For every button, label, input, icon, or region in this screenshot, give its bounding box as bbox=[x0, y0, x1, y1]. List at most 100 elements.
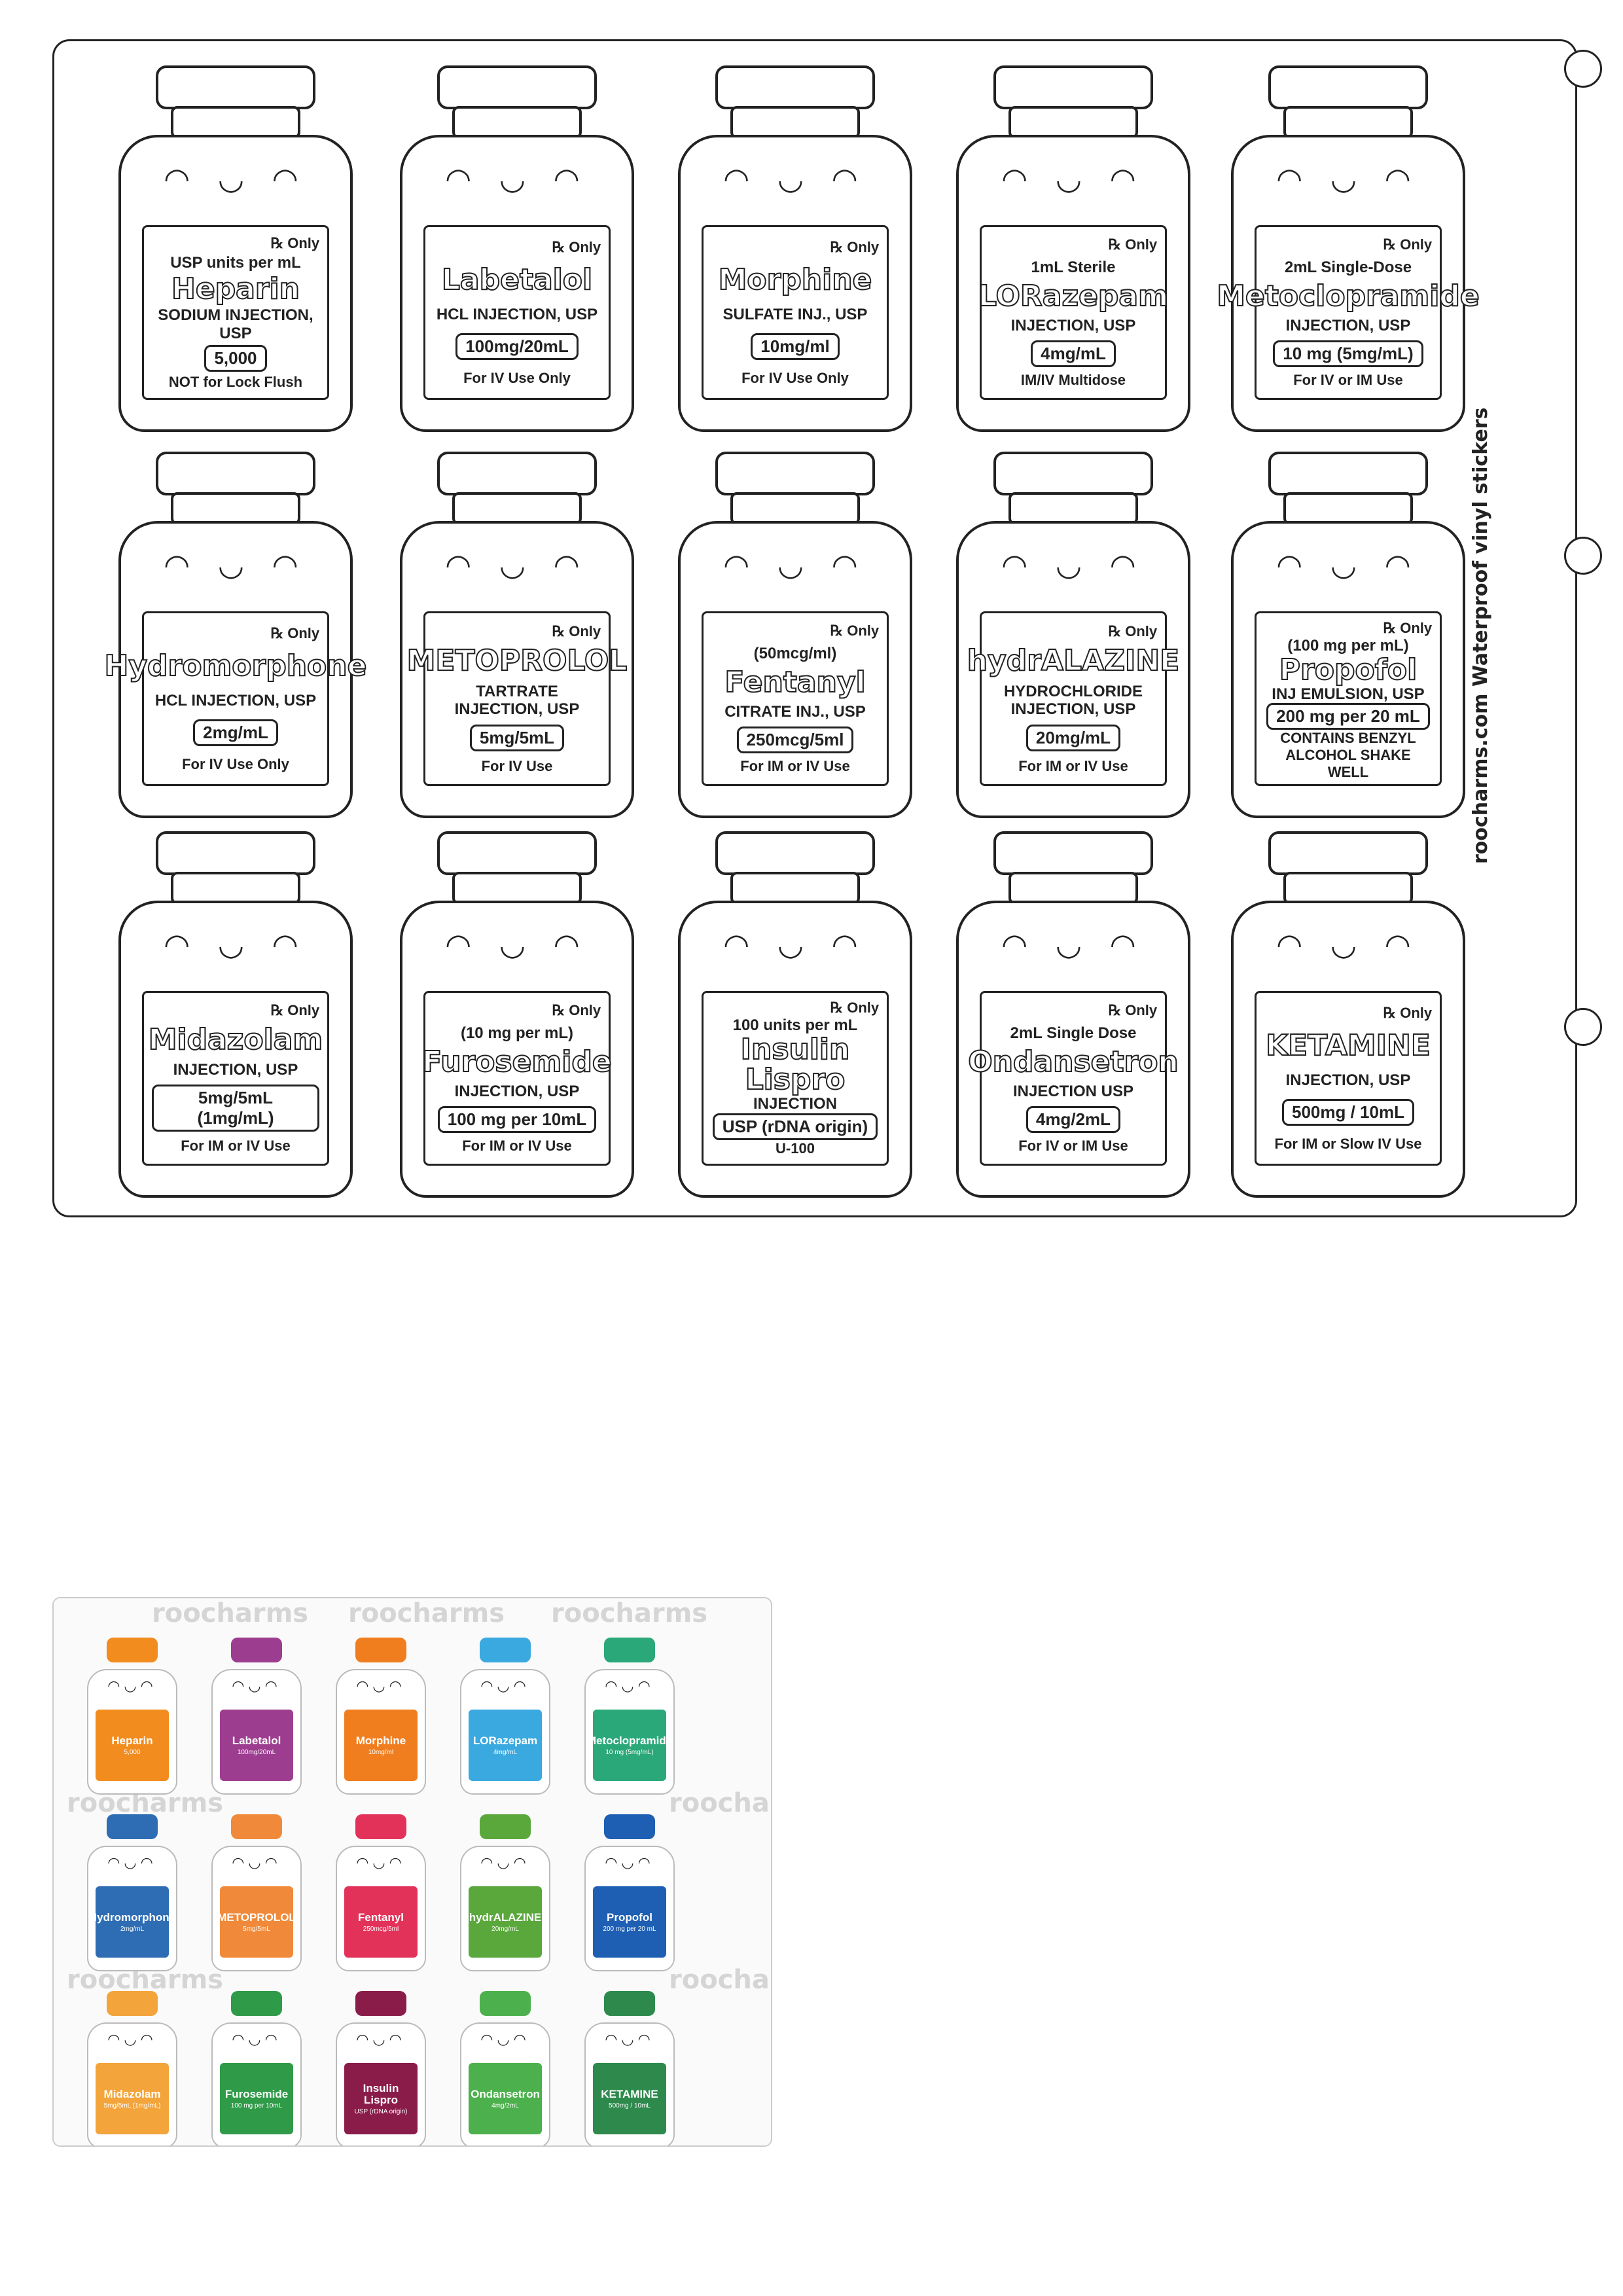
watermark-text: roocharms bbox=[348, 1598, 505, 1628]
kawaii-face-icon: ◠◡◠ bbox=[232, 1854, 281, 1871]
rx-only-text: ℞ Only bbox=[1383, 1004, 1433, 1021]
drug-subtitle: INJECTION, USP bbox=[1010, 317, 1136, 335]
drug-subtitle: INJECTION USP bbox=[1012, 1083, 1133, 1101]
kawaii-face-icon: ◠◡◠ bbox=[107, 1677, 157, 1695]
drug-dose: USP (rDNA origin) bbox=[712, 1113, 878, 1141]
side-branding: roocharms.com Waterproof vinyl stickers bbox=[1469, 408, 1508, 864]
preview-vial-label: Ondansetron 4mg/2mL bbox=[468, 2063, 543, 2135]
kawaii-face-icon: ◠ ◡ ◠ bbox=[1276, 161, 1420, 197]
preview-vial-cap bbox=[480, 1638, 531, 1663]
vial-cap bbox=[715, 452, 875, 496]
preview-drug-dose: 4mg/2mL bbox=[491, 2102, 519, 2109]
vial-extra: (10 mg per mL) bbox=[460, 1024, 573, 1042]
preview-drug-name: METOPROLOL bbox=[217, 1910, 296, 1924]
drug-name: Ondansetron bbox=[967, 1045, 1179, 1079]
drug-usage: CONTAINS BENZYL ALCOHOL SHAKE WELL bbox=[1280, 730, 1416, 781]
preview-drug-name: Insulin Lispro bbox=[363, 2081, 399, 2106]
vial-neck bbox=[171, 105, 300, 139]
kawaii-face-icon: ◠◡◠ bbox=[107, 1854, 157, 1871]
vial-extra: 1mL Sterile bbox=[1031, 258, 1116, 276]
rx-only-text: ℞ Only bbox=[1383, 236, 1433, 253]
cut-sheet-outline bbox=[52, 39, 1577, 1217]
drug-usage: For IM or IV Use bbox=[181, 1138, 291, 1155]
kawaii-face-icon: ◠ ◡ ◠ bbox=[445, 927, 589, 963]
drug-usage: For IV Use Only bbox=[741, 369, 849, 386]
rx-only-text: ℞ Only bbox=[830, 999, 880, 1016]
kawaii-face-icon: ◠ ◡ ◠ bbox=[445, 547, 589, 583]
watermark-text: roocharms bbox=[669, 1965, 771, 1995]
drug-name: hydrALAZINE bbox=[967, 644, 1180, 678]
drug-dose: 2mg/mL bbox=[193, 719, 278, 747]
brand-text: roocharms.com Waterproof vinyl stickers bbox=[1469, 407, 1492, 864]
preview-vial-cap bbox=[231, 1638, 282, 1663]
preview-drug-name: Metoclopramide bbox=[586, 1734, 673, 1747]
kawaii-face-icon: ◠◡◠ bbox=[605, 1854, 654, 1871]
drug-name: Metoclopramide bbox=[1216, 279, 1480, 314]
drug-name: Hydromorphone bbox=[104, 649, 368, 683]
preview-drug-name: Fentanyl bbox=[358, 1910, 404, 1924]
kawaii-face-icon: ◠◡◠ bbox=[356, 2031, 406, 2048]
rx-only-text: ℞ Only bbox=[1108, 236, 1158, 253]
vial-neck bbox=[1008, 105, 1138, 139]
drug-dose: 4mg/2mL bbox=[1026, 1105, 1121, 1133]
watermark-text: roocharms bbox=[669, 1788, 771, 1818]
preview-vial-cap bbox=[355, 1991, 406, 2017]
preview-drug-name: Ondansetron bbox=[471, 2087, 540, 2100]
drug-usage: For IV Use bbox=[481, 757, 553, 774]
drug-subtitle: INJECTION, USP bbox=[454, 1083, 580, 1101]
drug-name: Furosemide bbox=[421, 1045, 612, 1079]
drug-subtitle: INJ EMULSION, USP bbox=[1272, 685, 1425, 703]
kawaii-face-icon: ◠◡◠ bbox=[605, 2031, 654, 2048]
kawaii-face-icon: ◠◡◠ bbox=[232, 1677, 281, 1695]
vial-cap bbox=[156, 831, 315, 876]
drug-usage: For IM or Slow IV Use bbox=[1274, 1135, 1422, 1152]
drug-usage: NOT for Lock Flush bbox=[168, 373, 303, 390]
preview-vial-cap bbox=[107, 1638, 158, 1663]
preview-drug-dose: 2mg/mL bbox=[120, 1925, 145, 1933]
preview-drug-dose: 4mg/mL bbox=[493, 1748, 518, 1756]
kawaii-face-icon: ◠ ◡ ◠ bbox=[723, 161, 867, 197]
rx-only-text: ℞ Only bbox=[270, 1002, 320, 1019]
drug-name: KETAMINE bbox=[1265, 1029, 1431, 1063]
vial-extra: (100 mg per mL) bbox=[1287, 637, 1409, 655]
drug-usage: For IM or IV Use bbox=[462, 1138, 572, 1155]
vial-cap bbox=[993, 831, 1153, 876]
